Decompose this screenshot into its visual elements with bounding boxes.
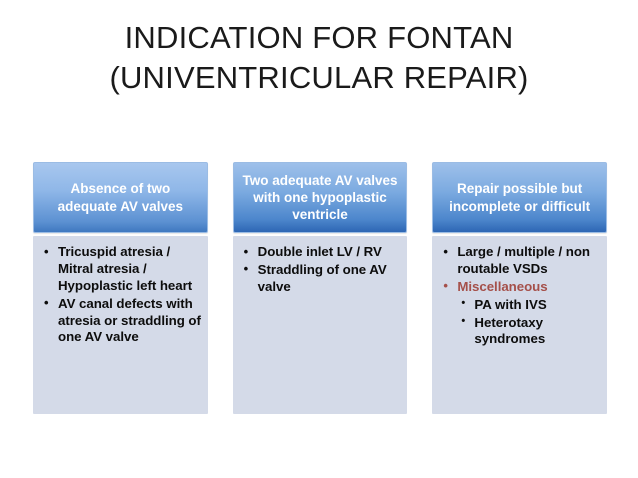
column-body-2: Double inlet LV / RV Straddling of one A… <box>232 236 408 414</box>
bullet-list-1: Tricuspid atresia / Mitral atresia / Hyp… <box>41 244 202 346</box>
column-two-adequate-av-valves-with-one-hypoplastic-ventricle: Two adequate AV valves with one hypoplas… <box>232 162 408 414</box>
column-body-1: Tricuspid atresia / Mitral atresia / Hyp… <box>33 236 208 414</box>
column-absence-of-two-adequate-av-valves: Absence of two adequate AV valves Tricus… <box>33 162 208 414</box>
column-header-3: Repair possible but incomplete or diffic… <box>432 162 608 233</box>
page-title: INDICATION FOR FONTAN (UNIVENTRICULAR RE… <box>0 18 638 99</box>
page-title-line-2: (UNIVENTRICULAR REPAIR) <box>109 60 529 96</box>
column-group: Absence of two adequate AV valves Tricus… <box>33 162 608 414</box>
column-header-1: Absence of two adequate AV valves <box>33 162 208 233</box>
column-header-label-2: Two adequate AV valves with one hypoplas… <box>242 172 398 223</box>
column-body-3: Large / multiple / non routable VSDs Mis… <box>432 236 608 414</box>
list-item: Tricuspid atresia / Mitral atresia / Hyp… <box>41 244 202 295</box>
column-header-2: Two adequate AV valves with one hypoplas… <box>232 162 408 233</box>
sub-list-item: Heterotaxy syndromes <box>458 314 601 349</box>
list-item: Straddling of one AV valve <box>241 261 402 296</box>
list-item-miscellaneous: Miscellaneous <box>440 278 601 296</box>
bullet-list-2: Double inlet LV / RV Straddling of one A… <box>241 244 402 296</box>
bullet-list-3: Large / multiple / non routable VSDs Mis… <box>440 244 601 348</box>
sub-bullet-list-3: PA with IVS Heterotaxy syndromes <box>440 296 601 349</box>
column-header-label-3: Repair possible but incomplete or diffic… <box>449 181 591 214</box>
column-header-label-1: Absence of two adequate AV valves <box>57 181 183 214</box>
list-item: AV canal defects with atresia or straddl… <box>41 295 202 347</box>
list-item: Double inlet LV / RV <box>241 244 402 261</box>
sub-list-item: PA with IVS <box>458 296 601 314</box>
list-item: Large / multiple / non routable VSDs <box>440 244 601 278</box>
page-title-line-1: INDICATION FOR FONTAN <box>124 20 514 55</box>
column-repair-possible-but-incomplete-or-difficult: Repair possible but incomplete or diffic… <box>432 162 608 414</box>
